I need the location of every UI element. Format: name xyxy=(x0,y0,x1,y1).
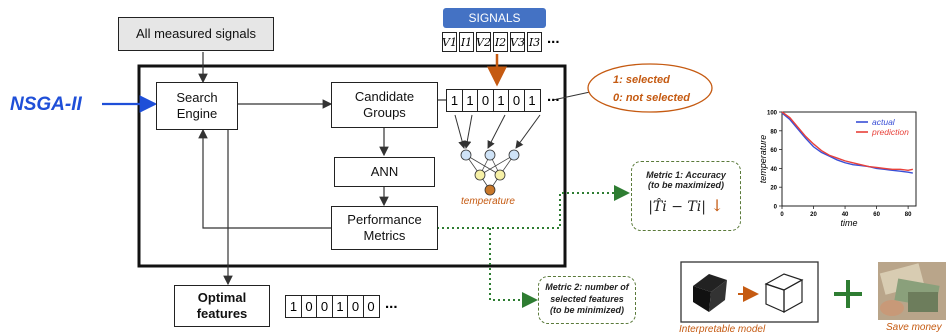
optimal-bit: 0 xyxy=(300,295,318,318)
nsga-label: NSGA-II xyxy=(10,94,82,115)
selection-ellipsis: ... xyxy=(547,88,560,105)
metric2-line1: Metric 2: number of xyxy=(545,282,629,292)
signal-cell: V2 xyxy=(476,32,491,52)
selection-bit: 0 xyxy=(508,89,525,112)
selection-bit: 1 xyxy=(461,89,479,112)
interpretable-model-label: Interpretable model xyxy=(679,324,766,335)
metric1-sub: (to be maximized) xyxy=(647,180,724,190)
down-arrow-icon: ↓ xyxy=(710,196,724,215)
metric1-title: Metric 1: Accuracy xyxy=(646,170,726,180)
money-photo xyxy=(878,262,946,320)
candidate-groups-box: Candidate Groups xyxy=(331,82,438,128)
selection-bit: 1 xyxy=(492,89,510,112)
temperature-label: temperature xyxy=(461,196,515,207)
metric2-line2: selected features xyxy=(550,293,624,304)
all-signals-box: All measured signals xyxy=(118,17,274,51)
selected-note-line1: 1: selected xyxy=(613,74,670,86)
metric1-callout: Metric 1: Accuracy (to be maximized) |T̂… xyxy=(631,161,741,231)
signal-cell: I3 xyxy=(527,32,542,52)
signal-cell: I2 xyxy=(493,32,508,52)
optimal-bits: 1 0 0 1 0 0 xyxy=(285,295,380,318)
selected-note-line2: 0: not selected xyxy=(613,91,691,104)
metric1-formula: |T̂i − Ti| xyxy=(648,199,706,215)
optimal-features-box: Optimal features xyxy=(174,285,270,327)
performance-metrics-box: Performance Metrics xyxy=(331,206,438,250)
optimal-bit: 0 xyxy=(316,295,333,318)
optimal-bit: 1 xyxy=(331,295,349,318)
signal-cell: V3 xyxy=(510,32,525,52)
save-money-label: Save money xyxy=(886,322,942,333)
search-engine-box: Search Engine xyxy=(156,82,238,130)
optimal-bit: 0 xyxy=(347,295,364,318)
metric2-line3: (to be minimized) xyxy=(550,305,624,316)
system-frame xyxy=(137,64,567,268)
metric2-callout: Metric 2: number of selected features (t… xyxy=(538,276,636,324)
signals-title: SIGNALS xyxy=(443,8,546,28)
selection-bit: 0 xyxy=(477,89,494,112)
ann-box: ANN xyxy=(334,157,435,187)
selection-bit: 1 xyxy=(446,89,463,112)
signals-ellipsis: ... xyxy=(547,30,560,47)
signals-cells: V1 I1 V2 I2 V3 I3 xyxy=(442,32,544,52)
selection-bits: 1 1 0 1 0 1 xyxy=(446,89,541,112)
optimal-bit: 0 xyxy=(362,295,380,318)
optimal-ellipsis: ... xyxy=(385,295,398,312)
signal-cell: I1 xyxy=(459,32,474,52)
selection-bit: 1 xyxy=(523,89,541,112)
signal-cell: V1 xyxy=(442,32,457,52)
selected-note: 1: selected 0: not selected xyxy=(613,72,690,107)
optimal-bit: 1 xyxy=(285,295,302,318)
